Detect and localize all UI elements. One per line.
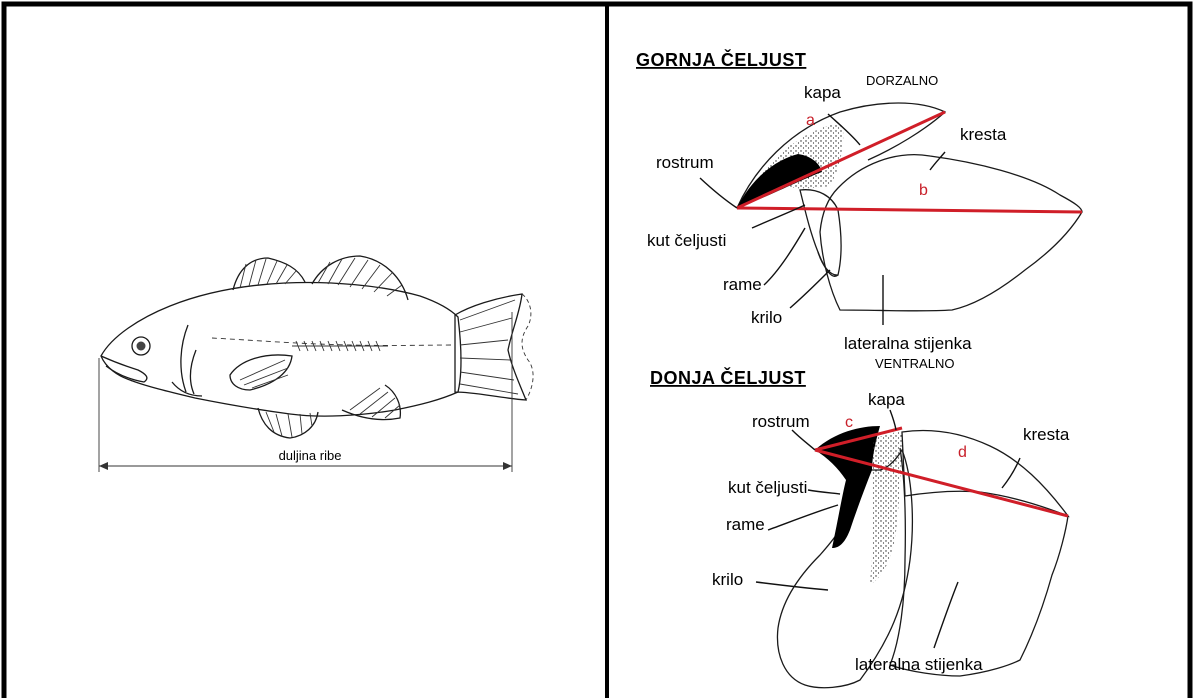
caudal-fin xyxy=(455,294,526,400)
dorsal-fin-soft xyxy=(312,256,408,300)
lower-jaw-rame-label: rame xyxy=(726,515,765,534)
upper-jaw-ventral-label: VENTRALNO xyxy=(875,356,954,371)
lower-jaw-rostrum-label: rostrum xyxy=(752,412,810,431)
upper-jaw-rame-label: rame xyxy=(723,275,762,294)
lower-jaw-measure-d: d xyxy=(958,444,967,461)
fish-length-label: duljina ribe xyxy=(279,448,342,463)
upper-jaw-kut-label: kut čeljusti xyxy=(647,231,726,250)
upper-jaw-rostrum-label: rostrum xyxy=(656,153,714,172)
upper-jaw-krilo-label: krilo xyxy=(751,308,782,327)
pelvic-fin xyxy=(258,408,318,438)
fish-body xyxy=(101,283,461,417)
upper-jaw-kresta-label: kresta xyxy=(960,125,1007,144)
upper-jaw-title: GORNJA ČELJUST xyxy=(636,49,806,70)
lower-jaw-kut-label: kut čeljusti xyxy=(728,478,807,497)
lower-jaw-title: DONJA ČELJUST xyxy=(650,367,806,388)
lower-jaw-measure-c: c xyxy=(845,414,853,431)
upper-jaw-measure-b: b xyxy=(919,182,928,199)
lower-jaw-kapa-label: kapa xyxy=(868,390,905,409)
upper-jaw-dorsal-label: DORZALNO xyxy=(866,73,938,88)
anal-fin xyxy=(342,385,400,420)
lower-jaw-kresta-label: kresta xyxy=(1023,425,1070,444)
upper-jaw-lateralna-label: lateralna stijenka xyxy=(844,334,972,353)
lower-jaw-krilo-label: krilo xyxy=(712,570,743,589)
lower-jaw-illustration xyxy=(756,410,1068,688)
fish-illustration xyxy=(99,256,533,472)
upper-jaw-measure-a: a xyxy=(806,112,815,129)
lower-jaw-lateralna-label: lateralna stijenka xyxy=(855,655,983,674)
upper-jaw-kapa-label: kapa xyxy=(804,83,841,102)
